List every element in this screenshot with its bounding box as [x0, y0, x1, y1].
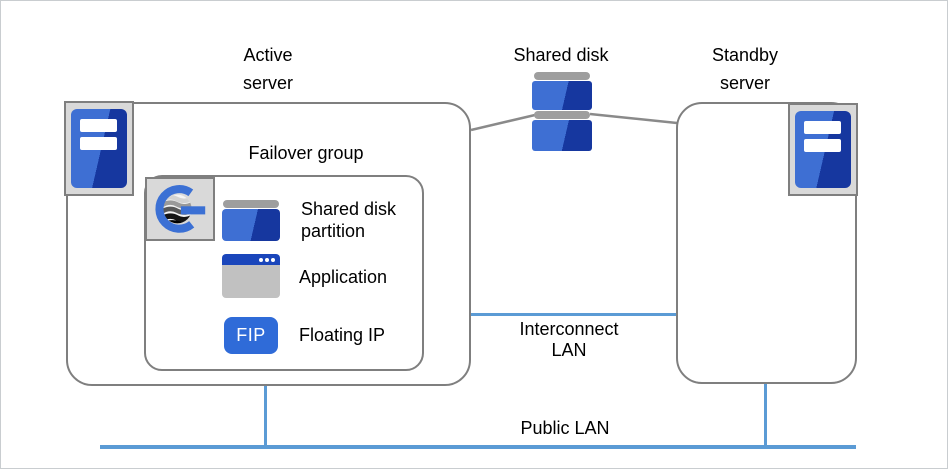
server-icon [64, 101, 134, 196]
server-icon [788, 103, 858, 196]
logo-g-glyph [155, 185, 206, 233]
server-tower-shape [71, 109, 127, 188]
disk-partition-icon [222, 200, 280, 241]
window-body [222, 265, 280, 298]
shared-disk-icon [532, 72, 592, 151]
application-window-icon [222, 254, 280, 298]
interconnect-lan-line [469, 313, 678, 316]
interconnect-lan-label: Interconnect LAN [519, 319, 619, 360]
storage-link-right-line [589, 112, 678, 125]
floating-ip-label: Floating IP [299, 325, 386, 345]
public-lan-label: Public LAN [520, 418, 610, 438]
standby-server-label: Standby server [711, 45, 779, 93]
floating-ip-badge: FIP [224, 317, 278, 354]
shared-disk-label: Shared disk [513, 45, 609, 65]
server-tower-shape [795, 111, 851, 188]
application-label: Application [299, 267, 388, 287]
standby-server-public-lan-drop-line [764, 383, 767, 447]
window-titlebar [222, 254, 280, 265]
failover-group-label: Failover group [248, 143, 364, 163]
active-server-label: Active server [242, 45, 293, 93]
shared-disk-partition-label: Shared disk partition [301, 199, 397, 241]
active-server-public-lan-drop-line [264, 385, 267, 447]
public-lan-line [100, 445, 856, 449]
clusterpro-logo-icon [145, 177, 215, 241]
storage-link-left-line [470, 113, 536, 132]
